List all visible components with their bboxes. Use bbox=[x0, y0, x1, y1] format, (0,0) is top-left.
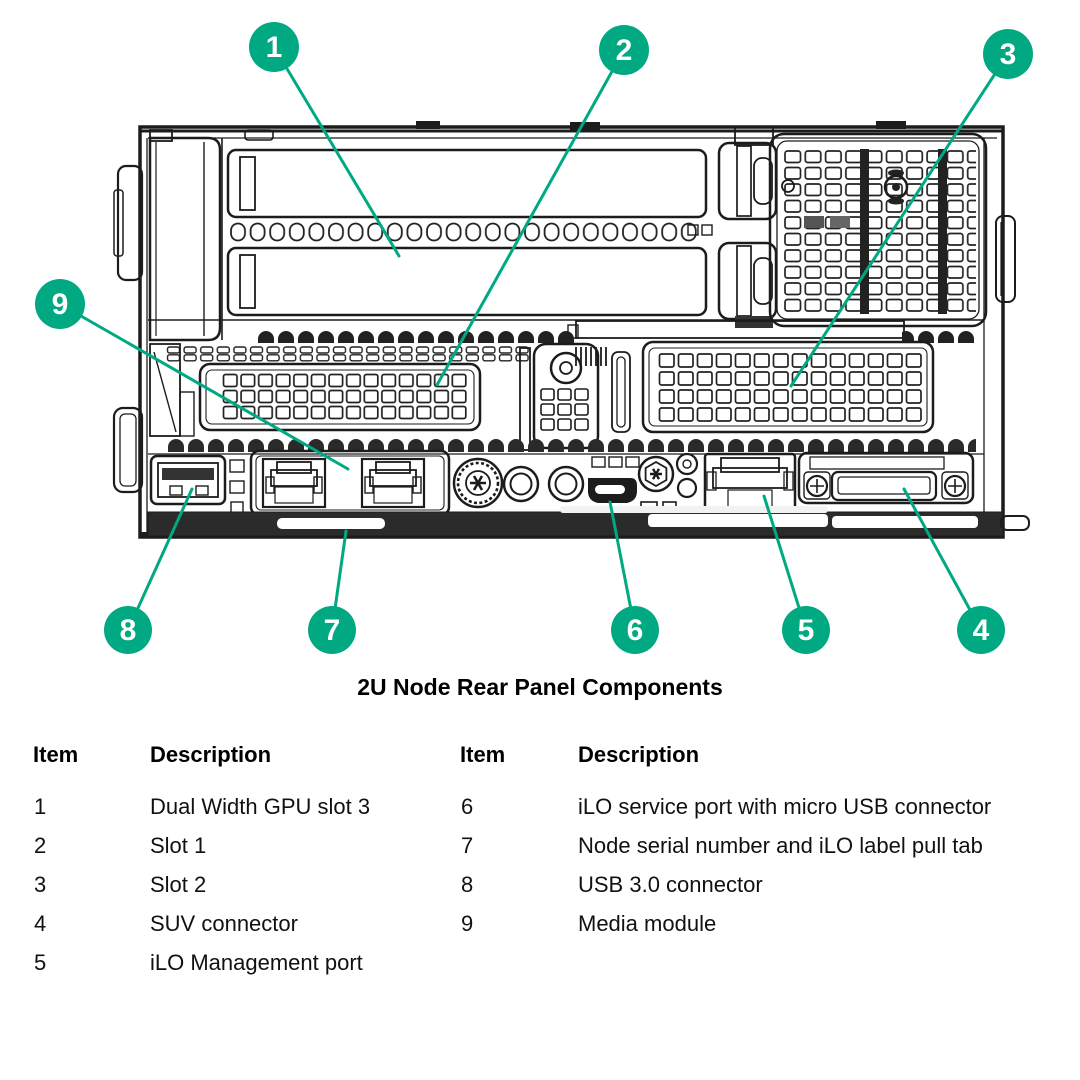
callout-2-number: 2 bbox=[616, 34, 633, 67]
vent-grid bbox=[768, 132, 988, 328]
table-row-item: 5 bbox=[34, 950, 47, 975]
header-desc-right: Description bbox=[578, 742, 700, 767]
round-connector-1 bbox=[502, 465, 540, 503]
table-row-item: 2 bbox=[34, 833, 47, 858]
gpu-bay-bottom bbox=[226, 246, 708, 317]
table-row-desc: Dual Width GPU slot 3 bbox=[150, 794, 371, 819]
small-vents-column bbox=[229, 459, 245, 514]
callout-9-number: 9 bbox=[52, 288, 69, 321]
callout-7: 7 bbox=[308, 529, 356, 654]
nic-port-1 bbox=[261, 457, 327, 509]
table-row-item: 4 bbox=[34, 911, 47, 936]
table-row-item: 1 bbox=[34, 794, 47, 819]
media-module bbox=[148, 129, 223, 342]
table-row-desc: iLO service port with micro USB connecto… bbox=[578, 794, 992, 819]
thumbscrew bbox=[452, 457, 504, 509]
micro-usb-port bbox=[588, 456, 640, 503]
table-row-desc: Slot 1 bbox=[150, 833, 207, 858]
table-row-desc: USB 3.0 connector bbox=[578, 872, 763, 897]
callout-5-number: 5 bbox=[798, 614, 815, 647]
rear-panel-diagram: 1 2 3 9 8 7 6 5 4 bbox=[35, 22, 1033, 654]
table-row-desc: SUV connector bbox=[150, 911, 298, 936]
table-row-item: 9 bbox=[461, 911, 474, 936]
table-row-desc: Node serial number and iLO label pull ta… bbox=[578, 833, 983, 858]
callout-2: 2 bbox=[435, 25, 649, 387]
callout-3-number: 3 bbox=[1000, 38, 1017, 71]
suv-connector bbox=[797, 451, 975, 505]
callout-1-number: 1 bbox=[266, 31, 283, 64]
vent-ovals bbox=[229, 222, 699, 242]
callout-4: 4 bbox=[902, 487, 1005, 654]
mid-band bbox=[148, 319, 984, 437]
ilo-port bbox=[703, 452, 797, 516]
callout-8-number: 8 bbox=[120, 614, 137, 647]
usb3-port bbox=[149, 454, 227, 506]
round-connector-2 bbox=[547, 465, 585, 503]
header-item-left: Item bbox=[33, 742, 79, 767]
center-latch bbox=[519, 342, 631, 451]
table-row-item: 7 bbox=[461, 833, 474, 858]
callout-6: 6 bbox=[608, 500, 659, 654]
table-row-item: 6 bbox=[461, 794, 474, 819]
callout-5: 5 bbox=[762, 494, 830, 654]
nic-port-2 bbox=[360, 457, 426, 509]
table-row-item: 8 bbox=[461, 872, 474, 897]
nic-ports bbox=[249, 449, 451, 517]
right-fin bbox=[995, 215, 1016, 303]
torx-screw bbox=[637, 452, 699, 516]
callout-9: 9 bbox=[35, 279, 350, 471]
slot2-panel bbox=[641, 340, 935, 434]
gpu-bay-top bbox=[226, 148, 708, 219]
bottom-rail bbox=[147, 506, 1030, 537]
callout-1: 1 bbox=[249, 22, 401, 258]
header-desc-left: Description bbox=[150, 742, 272, 767]
callout-6-number: 6 bbox=[627, 614, 644, 647]
slot1-panel bbox=[198, 362, 482, 432]
latch-handles bbox=[687, 126, 778, 328]
table-row-desc: iLO Management port bbox=[150, 950, 363, 975]
pull-tab bbox=[277, 518, 385, 529]
table-row-desc: Media module bbox=[578, 911, 717, 936]
callout-4-number: 4 bbox=[973, 614, 990, 647]
header-item-right: Item bbox=[460, 742, 506, 767]
callout-8: 8 bbox=[104, 487, 194, 654]
figure-title: 2U Node Rear Panel Components bbox=[357, 674, 723, 700]
table-row-desc: Slot 2 bbox=[150, 872, 207, 897]
rear-panel-drawing: 1 2 3 9 8 7 6 5 4 bbox=[35, 22, 1033, 654]
callout-3: 3 bbox=[789, 29, 1033, 388]
callout-7-number: 7 bbox=[324, 614, 341, 647]
table-row-item: 3 bbox=[34, 872, 47, 897]
